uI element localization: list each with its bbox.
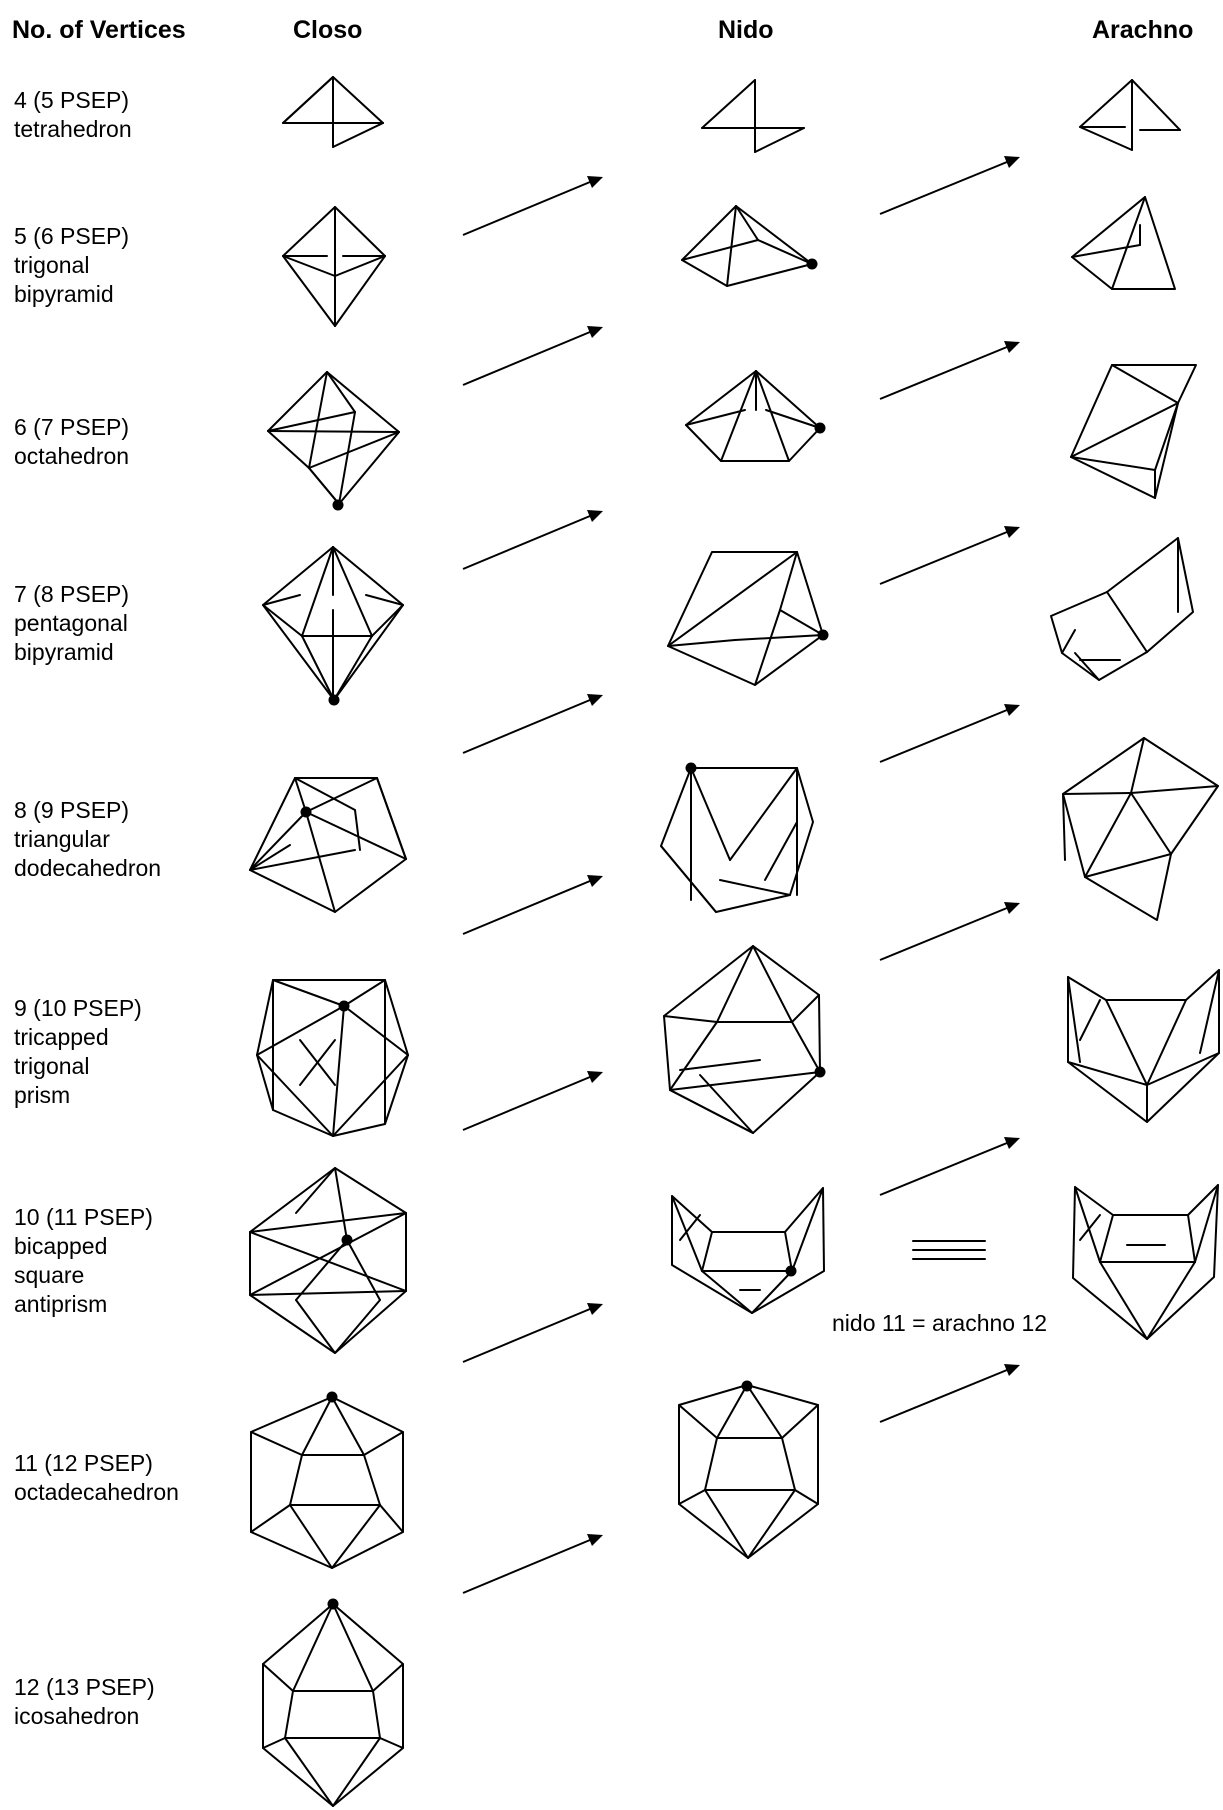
arachno-8: [1063, 738, 1218, 920]
equivalence-symbol: [913, 1241, 985, 1259]
arachno-10: [1073, 1185, 1218, 1339]
arrow-closo-nido-12: [463, 1534, 603, 1593]
arachno-4: [1080, 80, 1180, 150]
nido-8-vertex-dot: [686, 763, 697, 774]
arrow-nido-arachno-8: [880, 704, 1020, 762]
nido-10-vertex-dot: [786, 1266, 797, 1277]
arrow-nido-arachno-6: [880, 341, 1020, 399]
arrow-closo-nido-9: [463, 875, 603, 934]
nido-4: [702, 80, 804, 152]
closo-10-antiprism: [250, 1168, 406, 1353]
closo-8-dodecahedron: [250, 778, 406, 912]
nido-9-vertex-dot: [815, 1067, 826, 1078]
nido-11: [679, 1385, 818, 1558]
arrow-closo-nido-5: [463, 176, 603, 235]
arrow-nido-arachno-5: [880, 156, 1020, 214]
closo-12-icosahedron: [263, 1604, 403, 1806]
arrow-closo-nido-7: [463, 510, 603, 569]
arrow-nido-arachno-9: [880, 902, 1020, 960]
nido-8: [661, 768, 813, 912]
nido-9: [664, 946, 820, 1133]
arrow-nido-arachno-7: [880, 526, 1020, 584]
nido-5-vertex-dot: [807, 259, 818, 270]
closo-11-vertex-dot: [327, 1392, 338, 1403]
arrow-nido-arachno-11: [880, 1364, 1020, 1422]
arrow-closo-nido-11: [463, 1303, 603, 1362]
closo-5-trigonal-bipyramid: [283, 207, 385, 326]
arrow-closo-nido-8: [463, 694, 603, 753]
arachno-9: [1068, 970, 1219, 1122]
closo-9-vertex-dot: [339, 1001, 350, 1012]
closo-10-vertex-dot: [342, 1235, 353, 1246]
nido-6: [686, 371, 820, 461]
nido-6-vertex-dot: [815, 423, 826, 434]
arrow-closo-nido-6: [463, 326, 603, 385]
arachno-7: [1051, 538, 1193, 680]
nido-7: [668, 552, 823, 685]
nido-10: [672, 1188, 824, 1313]
arachno-6: [1071, 365, 1196, 498]
arrow-nido-arachno-10: [880, 1137, 1020, 1195]
closo-6-octahedron: [268, 372, 399, 504]
closo-7-vertex-dot: [329, 695, 340, 706]
nido-5: [682, 206, 812, 286]
closo-9-tricapped-prism: [257, 980, 408, 1136]
closo-4-tetrahedron: [283, 77, 383, 147]
arachno-5: [1072, 197, 1175, 289]
arrow-closo-nido-10: [463, 1071, 603, 1130]
nido-7-vertex-dot: [818, 630, 829, 641]
closo-11-octadecahedron: [251, 1397, 403, 1568]
closo-6-vertex-dot: [333, 500, 344, 511]
closo-8-vertex-dot: [301, 807, 312, 818]
nido-11-vertex-dot: [742, 1381, 753, 1392]
closo-12-vertex-dot: [328, 1599, 339, 1610]
closo-7-pentagonal-bipyramid: [263, 547, 403, 700]
